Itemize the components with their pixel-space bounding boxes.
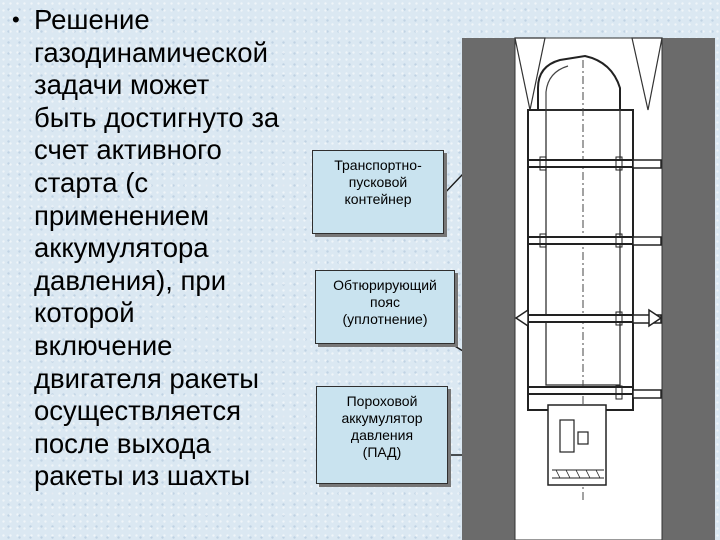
bullet-line: двигателя ракеты [34,362,260,394]
bullet-line: газодинамической [34,36,268,68]
missile-nose [537,54,621,110]
callout-line: контейнер [344,191,412,207]
callout-line: пояс [370,294,400,310]
missile-nose-inner [545,65,569,110]
belt-ring [527,159,634,168]
callout-line: Транспортно- [334,157,422,173]
shaft-walls [462,38,715,540]
bullet-line: задачи может [34,69,210,101]
callout-line: Обтюрирующий [333,277,437,293]
bullet-line: Решение [34,4,150,35]
bullet-line: ракеты из шахты [34,460,251,492]
guide-rail [632,314,662,324]
bullet-item: • Решение газодинамической задачи может … [8,4,328,493]
belt-ring [527,386,634,395]
callout-line: (уплотнение) [342,311,428,327]
guide-rail [632,159,662,169]
belt-ring [527,314,634,323]
guide-rail [632,236,662,246]
rail-fasteners [539,156,623,400]
seal-arrows [514,308,663,328]
pressure-accumulator [547,404,607,486]
seal-arrow-right-icon [648,308,663,328]
callout-accumulator: Пороховой аккумулятор давления (ПАД) [316,386,448,484]
accumulator-chamber [559,419,575,453]
bullet-line: счет активного [34,134,222,166]
guide-rails [632,159,662,399]
shaft-wall-left [462,38,515,540]
bullet-line: применением [34,199,209,231]
door-left [514,37,546,111]
bullet-line: аккумулятора [34,232,209,264]
bullet-line: которой [34,297,135,329]
bullet-line: старта (с [34,166,149,198]
bullet-text: • Решение газодинамической задачи может … [8,4,328,493]
guide-rail [632,389,662,399]
bullet-line: давления), при [34,264,227,296]
door-right [631,37,663,111]
shaft-wall-right [662,38,715,540]
callout-line: аккумулятор [341,410,423,426]
silo-doors [514,37,663,111]
belt-ring [527,236,634,245]
accumulator-chamber [577,431,589,445]
bullet-line: осуществляется [34,395,241,427]
bullet-line: включение [34,329,173,361]
callout-container: Транспортно- пусковой контейнер [312,150,444,234]
callout-line: Пороховой [346,393,418,409]
callout-line: давления [350,427,414,443]
seal-arrow-left-icon [514,308,529,328]
callout-line: пусковой [348,174,408,190]
callout-line: (ПАД) [362,444,402,460]
callout-belt: Обтюрирующий пояс (уплотнение) [315,270,455,344]
bullet-line: после выхода [34,427,211,459]
bullet-line: быть достигнуто за [34,101,280,133]
bullet-dot-icon: • [12,7,20,32]
